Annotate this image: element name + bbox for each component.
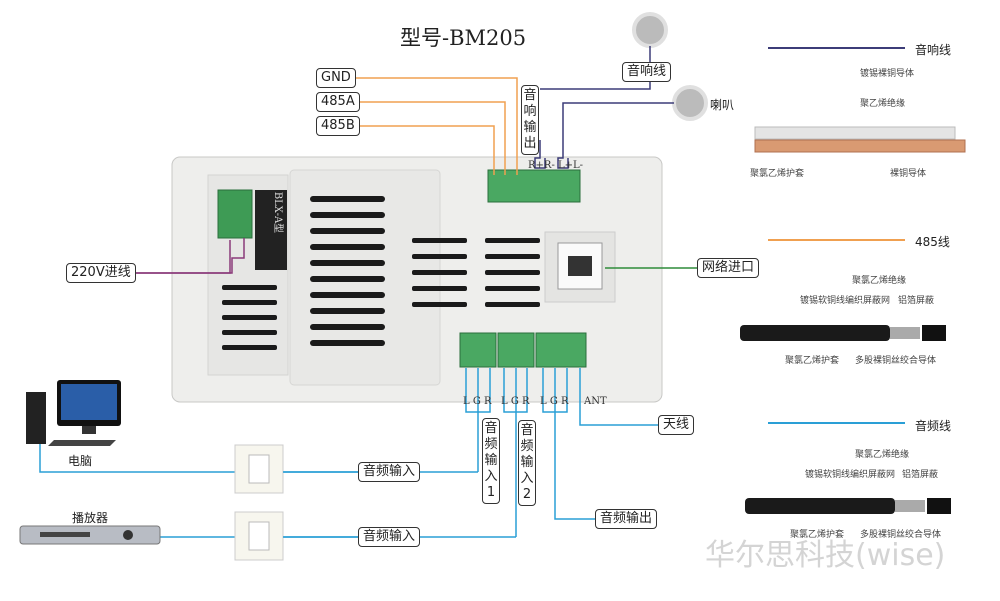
bottom-terminal-1 — [459, 332, 497, 368]
relay — [255, 190, 287, 270]
watermark: 华尔思科技(wise) — [705, 538, 946, 573]
cable-part: 聚氯乙烯护套 — [750, 169, 805, 179]
cable-part: 裸铜导体 — [890, 169, 927, 179]
pins-group-1: L G R — [463, 396, 492, 407]
cable-part: 镀锡裸铜导体 — [860, 69, 915, 79]
model-title: 型号-BM205 — [400, 26, 527, 50]
network-in-label: 网络进口 — [697, 258, 760, 278]
audio-cable-title: 音频线 — [915, 419, 952, 433]
cable-part: 聚氯乙烯绝缘 — [852, 276, 907, 286]
cable-part: 聚氯乙烯绝缘 — [855, 450, 910, 460]
plate-label-2: 音频输入 — [358, 527, 421, 547]
computer-icon — [26, 380, 121, 446]
cable-part: 多股裸铜丝绞合导体 — [860, 530, 942, 540]
speaker-cable-title: 音响线 — [915, 43, 952, 57]
cable-part: 镀锡软铜线编织屏蔽网 — [800, 296, 891, 306]
cable-part: 铝箔屏蔽 — [902, 470, 939, 480]
horn-label: 喇叭 — [710, 98, 735, 112]
player-label: 播放器 — [72, 511, 109, 525]
player-icon — [19, 525, 161, 545]
pin-ant: ANT — [584, 396, 607, 407]
cable-part: 多股裸铜丝绞合导体 — [855, 356, 937, 366]
top-terminal — [487, 169, 581, 203]
audio-out-label: 音频输出 — [595, 509, 658, 529]
485b-label: 485B — [316, 116, 360, 136]
speaker-wire-label: 音响线 — [622, 62, 672, 82]
speaker-cable-image — [754, 126, 956, 140]
relay-marking: BLX-A型 — [272, 191, 284, 234]
power-wire — [130, 238, 245, 274]
speaker-output-label: 音响输出 — [521, 85, 539, 155]
bottom-terminal-3 — [535, 332, 587, 368]
cable-part: 镀锡软铜线编织屏蔽网 — [805, 470, 896, 480]
power-terminal — [217, 189, 253, 239]
audio-in-1-label: 音频输入1 — [482, 418, 500, 504]
audio-cable-image — [745, 498, 895, 514]
antenna-label: 天线 — [658, 415, 695, 435]
pins-group-2: L G R — [501, 396, 530, 407]
power-in-label: 220V进线 — [66, 263, 136, 283]
rs485-wires — [354, 77, 518, 175]
plate-label-1: 音频输入 — [358, 462, 421, 482]
gnd-label: GND — [316, 68, 356, 88]
485a-label: 485A — [316, 92, 360, 112]
cable-part: 聚乙烯绝缘 — [860, 99, 906, 109]
cable-part: 聚氯乙烯护套 — [785, 356, 840, 366]
vent-slots — [222, 196, 540, 350]
computer-label: 电脑 — [68, 454, 93, 468]
pins-group-3: L G R — [540, 396, 569, 407]
audio-in-2-label: 音频输入2 — [518, 420, 536, 506]
speaker-pins: R+R- L+L- — [528, 160, 584, 171]
horn-icon — [672, 85, 708, 121]
speaker-wires — [534, 46, 674, 169]
bottom-terminal-2 — [497, 332, 535, 368]
rs485-cable-image — [740, 325, 890, 341]
cable-part: 铝箔屏蔽 — [898, 296, 935, 306]
cable-part: 聚氯乙烯护套 — [790, 530, 845, 540]
speaker-icon — [632, 12, 668, 48]
rs485-cable-title: 485线 — [915, 235, 950, 249]
